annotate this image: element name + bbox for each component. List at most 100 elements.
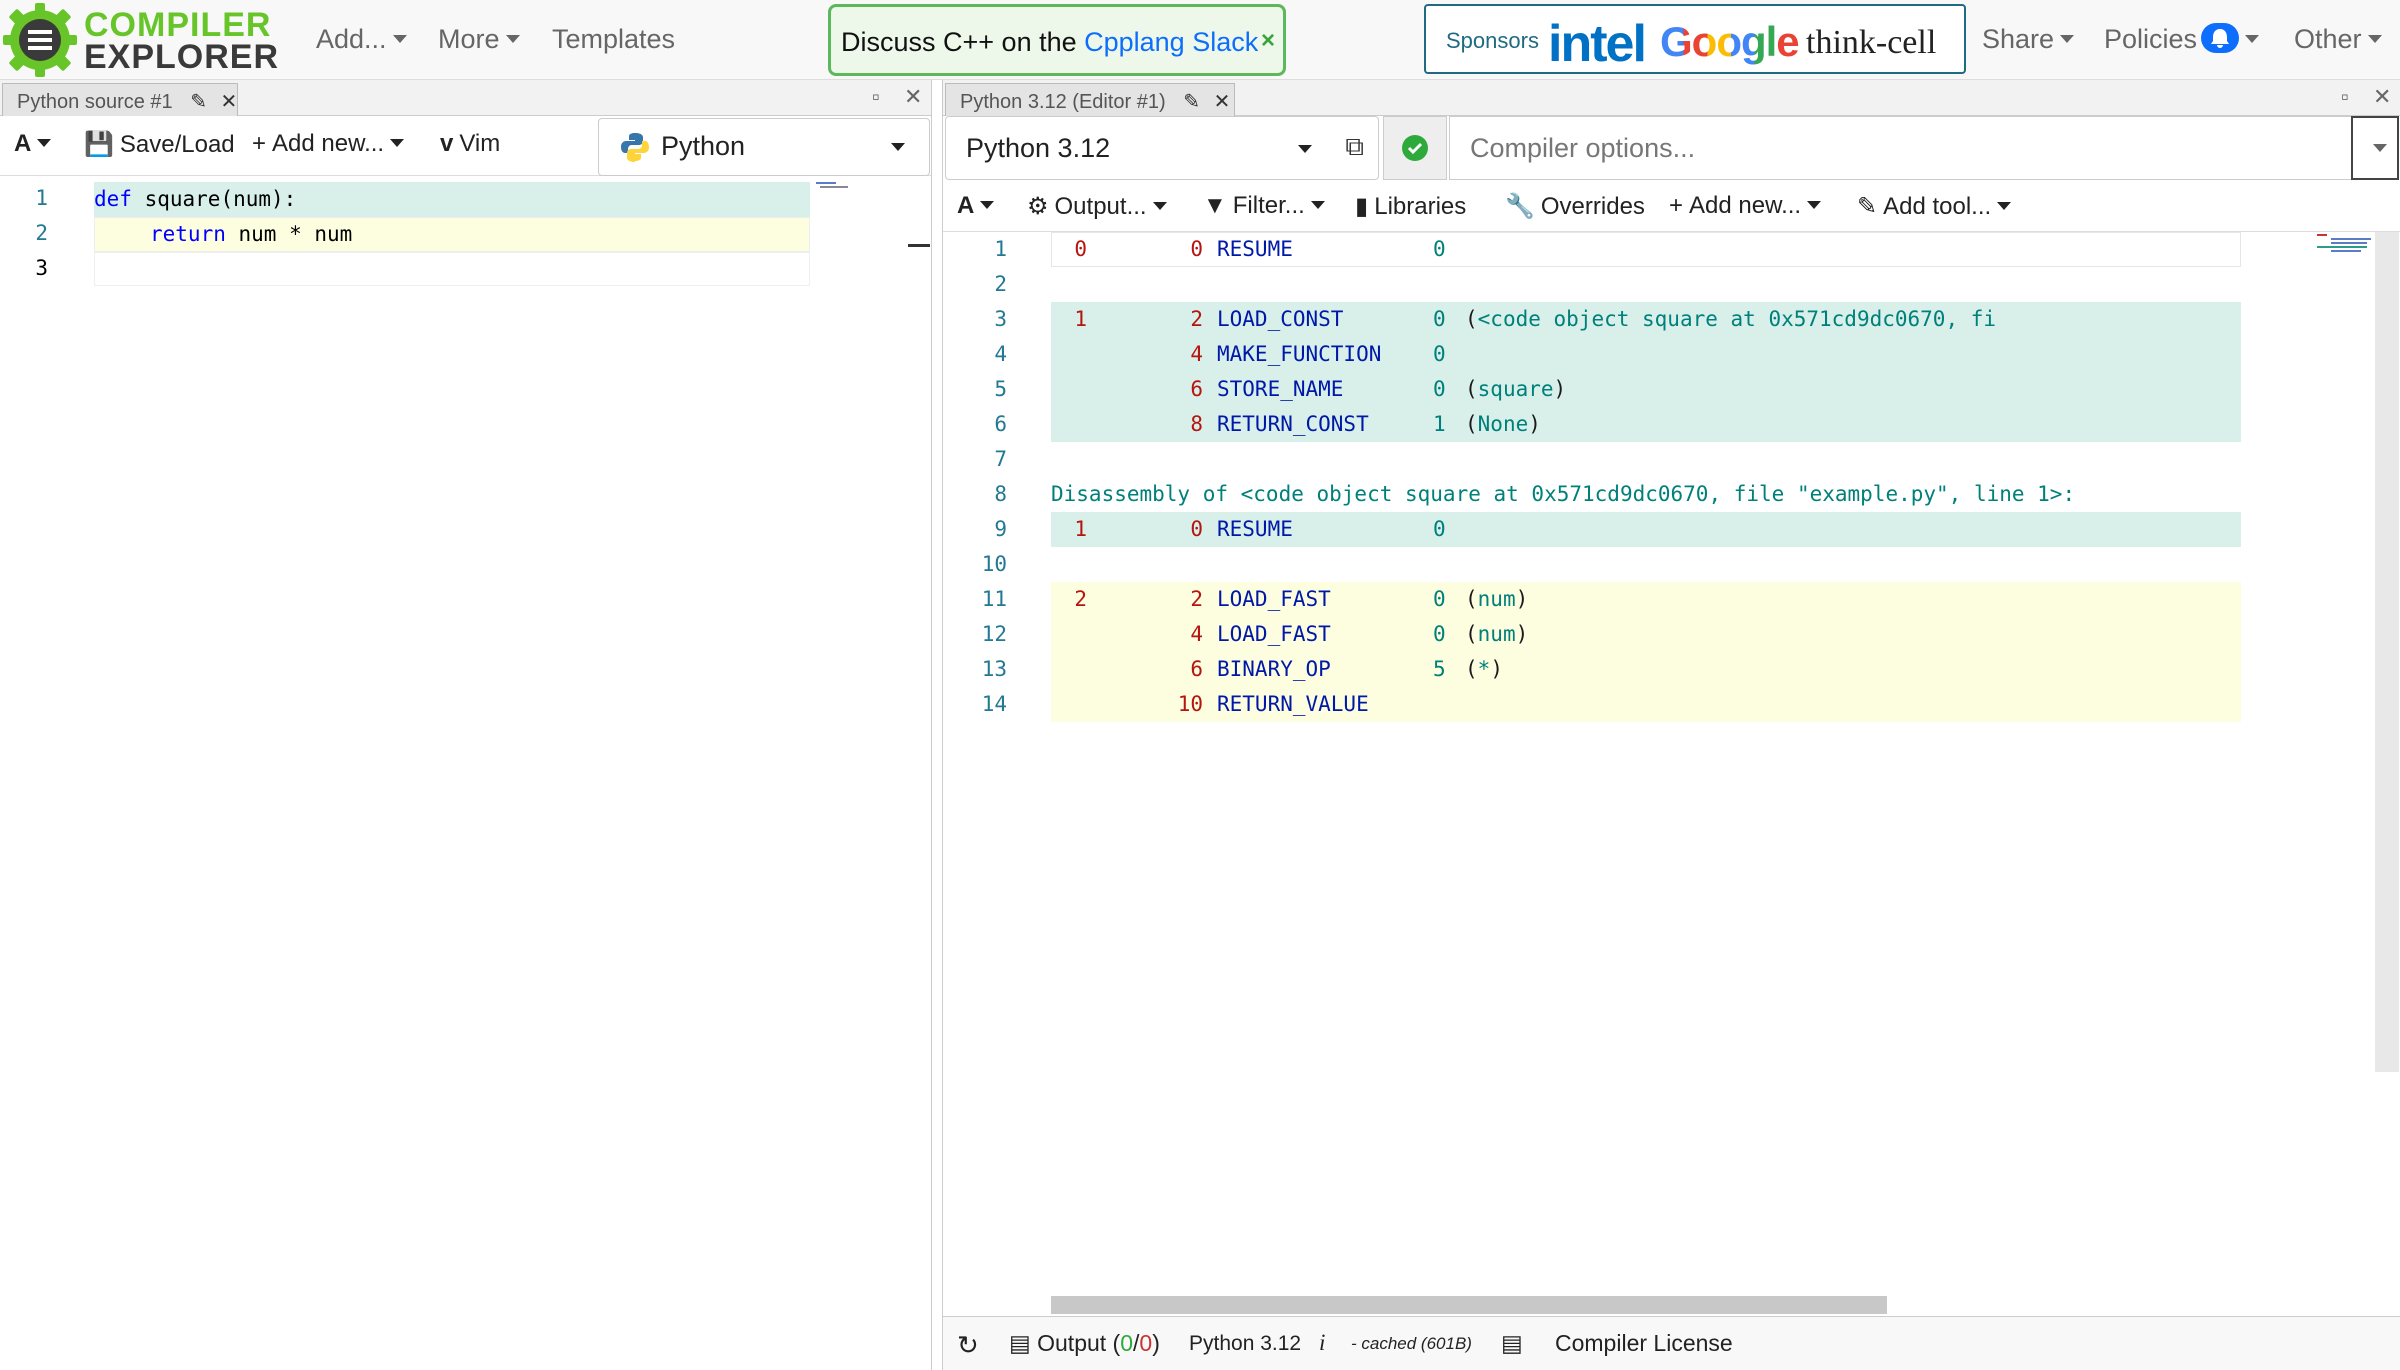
- close-pane-icon[interactable]: ✕: [904, 84, 923, 109]
- opcode-arg: 0: [1433, 307, 1446, 331]
- compiler-options-dropdown[interactable]: [2351, 116, 2399, 180]
- refresh-icon[interactable]: ↻: [957, 1330, 979, 1360]
- close-icon[interactable]: ✕: [220, 91, 238, 113]
- opcode-arg: 0: [1433, 517, 1446, 541]
- check-circle-icon: [1402, 135, 1428, 161]
- compiler-select[interactable]: Python 3.12 ⧉: [945, 116, 1379, 180]
- templates-link[interactable]: Templates: [552, 24, 676, 54]
- line-number: 2: [35, 221, 48, 245]
- share-menu-label: Share: [1982, 24, 2055, 54]
- pencil-icon[interactable]: ✎: [190, 91, 207, 113]
- bytecode-offset: 2: [1190, 307, 1203, 331]
- output-count-separator: /: [1133, 1330, 1140, 1356]
- sponsors-box[interactable]: Sponsors intel Google think-cell: [1424, 4, 1966, 74]
- output-button[interactable]: ▤ Output (0/0): [1009, 1330, 1160, 1357]
- output-menu-button[interactable]: ⚙Output...: [1027, 192, 1167, 221]
- horizontal-scrollbar[interactable]: [1051, 1296, 1887, 1314]
- asm-line[interactable]: 2: [943, 267, 2243, 302]
- popout-icon[interactable]: ⧉: [1345, 131, 1364, 161]
- opcode-arg: 1: [1433, 412, 1446, 436]
- sponsors-label: Sponsors: [1446, 28, 1539, 53]
- opcode: RESUME: [1217, 517, 1293, 541]
- asm-line-highlight: [1051, 582, 2241, 617]
- add-menu[interactable]: Add...: [316, 22, 407, 56]
- save-load-button[interactable]: 💾Save/Load: [84, 130, 235, 159]
- font-size-button[interactable]: A: [14, 130, 52, 158]
- close-pane-icon[interactable]: ✕: [2373, 84, 2392, 109]
- code-line-1[interactable]: def square(num):: [94, 182, 296, 217]
- code-line-2[interactable]: return num * num: [150, 217, 352, 252]
- banner-text: Discuss C++ on the Cpplang Slack: [841, 27, 1258, 58]
- compiler-options-input[interactable]: Compiler options...: [1449, 116, 2357, 180]
- libraries-label: Libraries: [1374, 193, 1467, 220]
- asm-line[interactable]: 10: [943, 547, 2243, 582]
- add-new-button[interactable]: +Add new...: [1669, 192, 1822, 220]
- language-select[interactable]: Python: [598, 118, 930, 176]
- opcode-arg: 0: [1433, 377, 1446, 401]
- compiler-explorer-logo[interactable]: COMPILER EXPLORER: [2, 2, 278, 78]
- close-icon[interactable]: ✕: [1213, 91, 1231, 113]
- compiler-tab[interactable]: Python 3.12 (Editor #1) ✎ ✕: [945, 83, 1235, 116]
- libraries-button[interactable]: ▮Libraries: [1355, 192, 1466, 221]
- policies-menu[interactable]: Policies: [2104, 22, 2260, 56]
- maximize-icon[interactable]: ▫: [872, 84, 880, 109]
- filter-menu-button[interactable]: ▼Filter...: [1203, 192, 1325, 220]
- language-select-value: Python: [661, 131, 746, 161]
- compile-status-button[interactable]: [1383, 116, 1447, 180]
- font-size-label: A: [14, 130, 32, 157]
- gear-icon: ⚙: [1027, 193, 1049, 220]
- chevron-down-icon: [1152, 201, 1167, 210]
- output-label: Output (: [1037, 1330, 1121, 1356]
- minimap[interactable]: [816, 182, 852, 192]
- bar-chart-icon[interactable]: ▤: [1501, 1330, 1523, 1356]
- bytecode-offset: 4: [1190, 622, 1203, 646]
- font-size-button[interactable]: A: [957, 192, 995, 220]
- add-tool-button[interactable]: ✎Add tool...: [1857, 192, 2012, 221]
- banner-text-prefix: Discuss C++ on the: [841, 27, 1085, 57]
- compiler-license-link[interactable]: Compiler License: [1555, 1330, 1733, 1356]
- cpplang-slack-link[interactable]: Cpplang Slack: [1084, 27, 1259, 57]
- tool-icon: ✎: [1857, 193, 1878, 220]
- asm-line-highlight: [1051, 652, 2241, 687]
- bytecode-offset: 10: [1177, 692, 1203, 716]
- opcode: RETURN_CONST: [1217, 412, 1369, 436]
- line-number: 12: [981, 622, 1007, 646]
- compiler-options-placeholder: Compiler options...: [1470, 133, 1696, 163]
- bytecode-offset: 0: [1190, 237, 1203, 261]
- chevron-down-icon: [1807, 200, 1822, 209]
- maximize-icon[interactable]: ▫: [2341, 84, 2349, 109]
- more-menu[interactable]: More: [438, 22, 520, 56]
- share-menu[interactable]: Share: [1982, 22, 2075, 56]
- banner-close-icon[interactable]: ×: [1260, 27, 1275, 54]
- compiler-status-bar: ↻ ▤ Output (0/0) Python 3.12 i - cached …: [943, 1316, 2400, 1370]
- pencil-icon[interactable]: ✎: [1183, 91, 1201, 113]
- vertical-scrollbar[interactable]: [2375, 232, 2399, 1072]
- asm-line[interactable]: 7: [943, 442, 2243, 477]
- save-load-label: Save/Load: [119, 131, 235, 158]
- source-tab[interactable]: Python source #1 ✎ ✕: [2, 83, 238, 116]
- asm-line-highlight: [1051, 337, 2241, 372]
- minimap[interactable]: [2317, 232, 2373, 272]
- other-menu[interactable]: Other: [2294, 22, 2382, 56]
- overrides-button[interactable]: 🔧Overrides: [1505, 192, 1645, 221]
- opcode-argrepr: (square): [1465, 377, 1567, 401]
- opcode-argrepr: (None): [1465, 412, 1541, 436]
- opcode: BINARY_OP: [1217, 657, 1331, 681]
- line-number: 7: [994, 447, 1007, 471]
- compiler-pane: Python 3.12 (Editor #1) ✎ ✕ ▫ ✕ Python 3…: [942, 80, 2400, 1370]
- info-icon[interactable]: i: [1319, 1330, 1326, 1355]
- add-new-button[interactable]: +Add new...: [252, 130, 405, 158]
